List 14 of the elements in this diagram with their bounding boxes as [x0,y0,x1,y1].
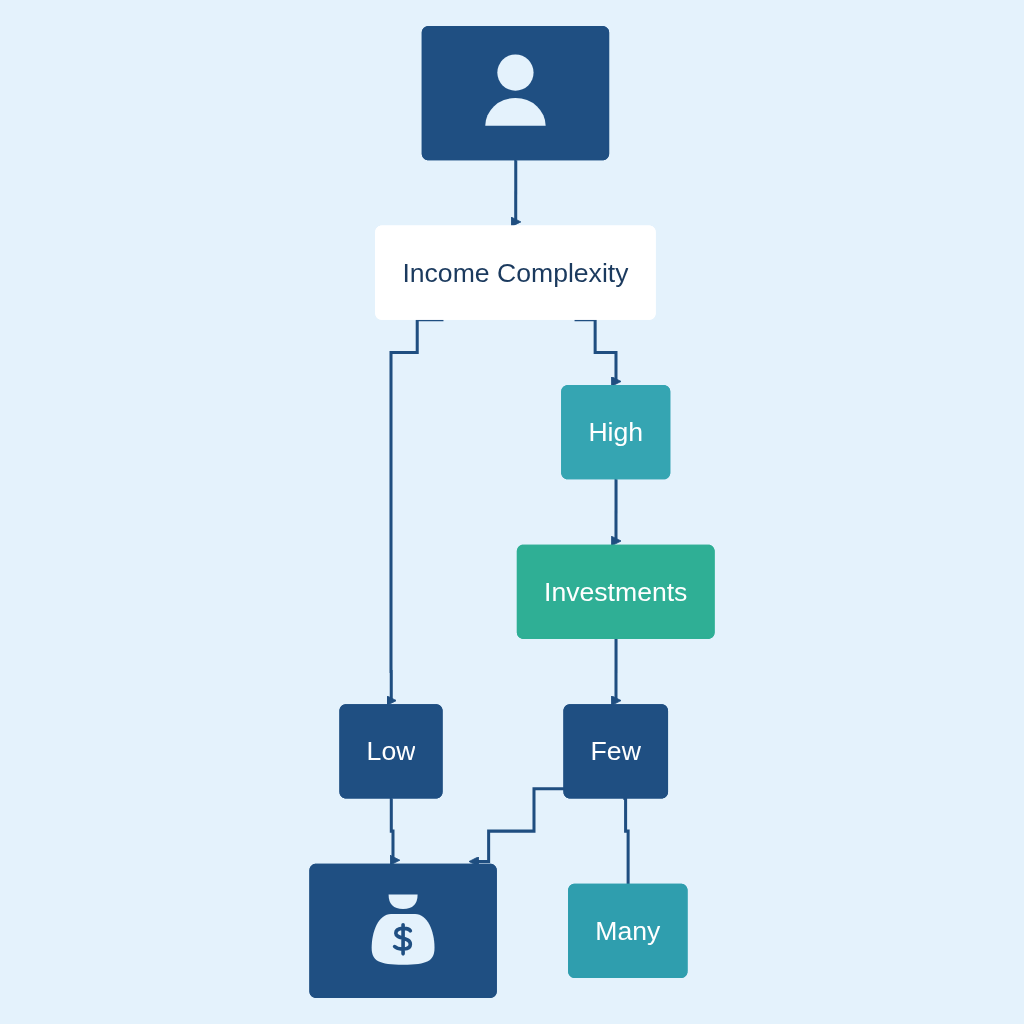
process-box [309,863,497,998]
process-box: Investments [516,544,715,639]
process-box: Low [339,704,443,799]
process-box: Many [568,883,688,978]
arrow [610,477,622,547]
arrow [389,796,401,866]
process-box: Few [563,704,669,799]
process-box: Income Complexity [375,225,656,320]
arrow [386,318,444,706]
process-box [421,26,610,161]
arrow [574,318,622,387]
process-box: High [561,385,671,480]
arrow [510,158,522,228]
arrow [610,637,622,706]
